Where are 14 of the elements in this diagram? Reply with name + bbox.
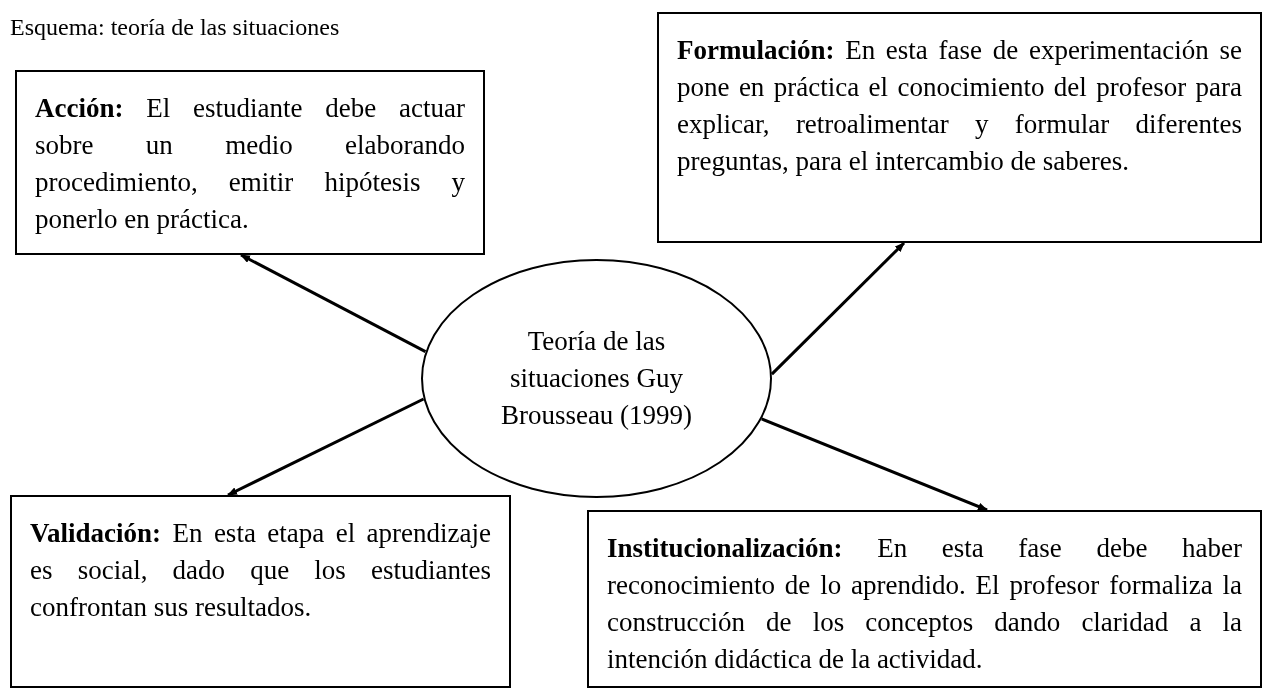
concept-text: Teoría de las situaciones Guy Brousseau (1999) [499,325,694,432]
diagram-title: Esquema: teoría de las situaciones [10,14,340,41]
arrow [240,253,427,354]
phase-description: Acción: El estudiante debe actuar sobre un medio elaborando procedimiento, emitir hipótesis y ponerlo en práctica. [35,92,465,236]
phase-box [10,495,511,688]
phase-box [587,510,1262,688]
phase-description: Institucionalización: En esta fase debe haber reconocimiento de lo aprendido. El profesor formaliza la construcción de los conceptos dando claridad a la intención didáctica de la actividad. [607,532,1242,676]
arrow [761,417,988,512]
phase-description: Formulación: En esta fase de experimentación se pone en práctica el conocimiento del profesor para explicar, retroalimentar y formular diferentes preguntas, para el intercambio de saberes. [677,34,1242,178]
arrow [770,241,906,376]
phase-description: Validación: En esta etapa el aprendizaje es social, dado que los estudiantes confrontan sus resultados. [30,517,491,624]
arrow [227,397,425,497]
phase-box [15,70,485,255]
phase-box [657,12,1262,243]
